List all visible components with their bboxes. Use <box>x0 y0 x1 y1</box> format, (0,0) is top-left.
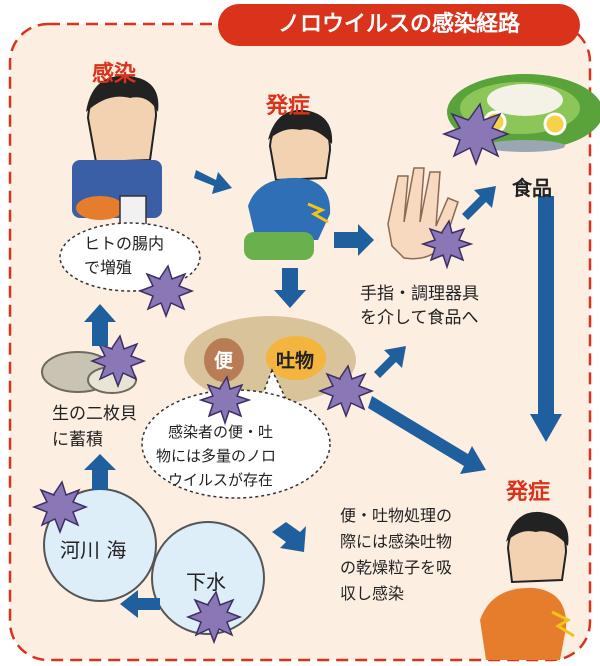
sick-person-right-illustration <box>480 511 575 660</box>
label-note-line2: 際には感染吐物 <box>340 532 453 551</box>
label-food: 食品 <box>512 176 552 200</box>
arrow-onset-to-hands <box>334 224 374 256</box>
label-hands-line1: 手指・調理器具 <box>360 284 479 304</box>
label-bubble-line1: 感染者の便・吐 <box>168 423 274 441</box>
arrow-bubble-to-sewage <box>272 522 306 552</box>
label-intestine-line2: で増殖 <box>84 258 133 277</box>
arrow-river-to-shellfish <box>84 454 116 490</box>
sewage-circle <box>151 521 265 635</box>
arrow-infection-to-onset <box>194 170 232 194</box>
arrow-puddle-to-hands <box>374 346 406 378</box>
label-bubble-line3: ウイルスが存在 <box>168 471 274 489</box>
label-stool: 便 <box>214 350 234 372</box>
arrow-food-down-head <box>530 414 562 442</box>
title-banner <box>218 4 580 46</box>
vomit-puddle <box>184 316 356 404</box>
arrow-sewage-to-river <box>120 590 160 618</box>
arrow-shellfish-to-intestine <box>84 304 116 346</box>
arrow-food-down-shaft <box>538 196 554 418</box>
label-note-line3: の乾燥粒子を吸 <box>340 558 453 577</box>
label-shellfish-line1: 生の二枚貝 <box>52 404 137 424</box>
label-bubble-line2: 物には多量のノロ <box>156 447 277 465</box>
label-note-line4: 収し感染 <box>340 584 405 603</box>
label-intestine-line1: ヒトの腸内 <box>84 234 165 253</box>
arrow-puddle-to-onset-right <box>368 396 486 474</box>
label-hands-line2: を介して食品へ <box>360 308 479 328</box>
label-onset-right: 発症 <box>506 480 551 505</box>
label-sewage: 下水 <box>186 570 226 594</box>
page-title: ノロウイルスの感染経路 <box>277 12 520 37</box>
flow-arrows <box>84 170 562 618</box>
arrow-hands-to-food <box>462 186 496 220</box>
label-vomit: 吐物 <box>276 350 315 372</box>
sick-person-top-illustration <box>244 109 333 260</box>
label-river-sea: 河川 海 <box>60 538 127 562</box>
label-infection: 感染 <box>92 62 137 87</box>
virus-icon <box>31 102 511 645</box>
person-eating-illustration <box>72 75 162 229</box>
label-note-line1: 便・吐物処理の <box>340 506 453 525</box>
label-onset-top: 発症 <box>266 94 311 119</box>
arrow-onset-to-puddle <box>274 268 306 308</box>
label-shellfish-line2: に蓄積 <box>52 430 103 450</box>
